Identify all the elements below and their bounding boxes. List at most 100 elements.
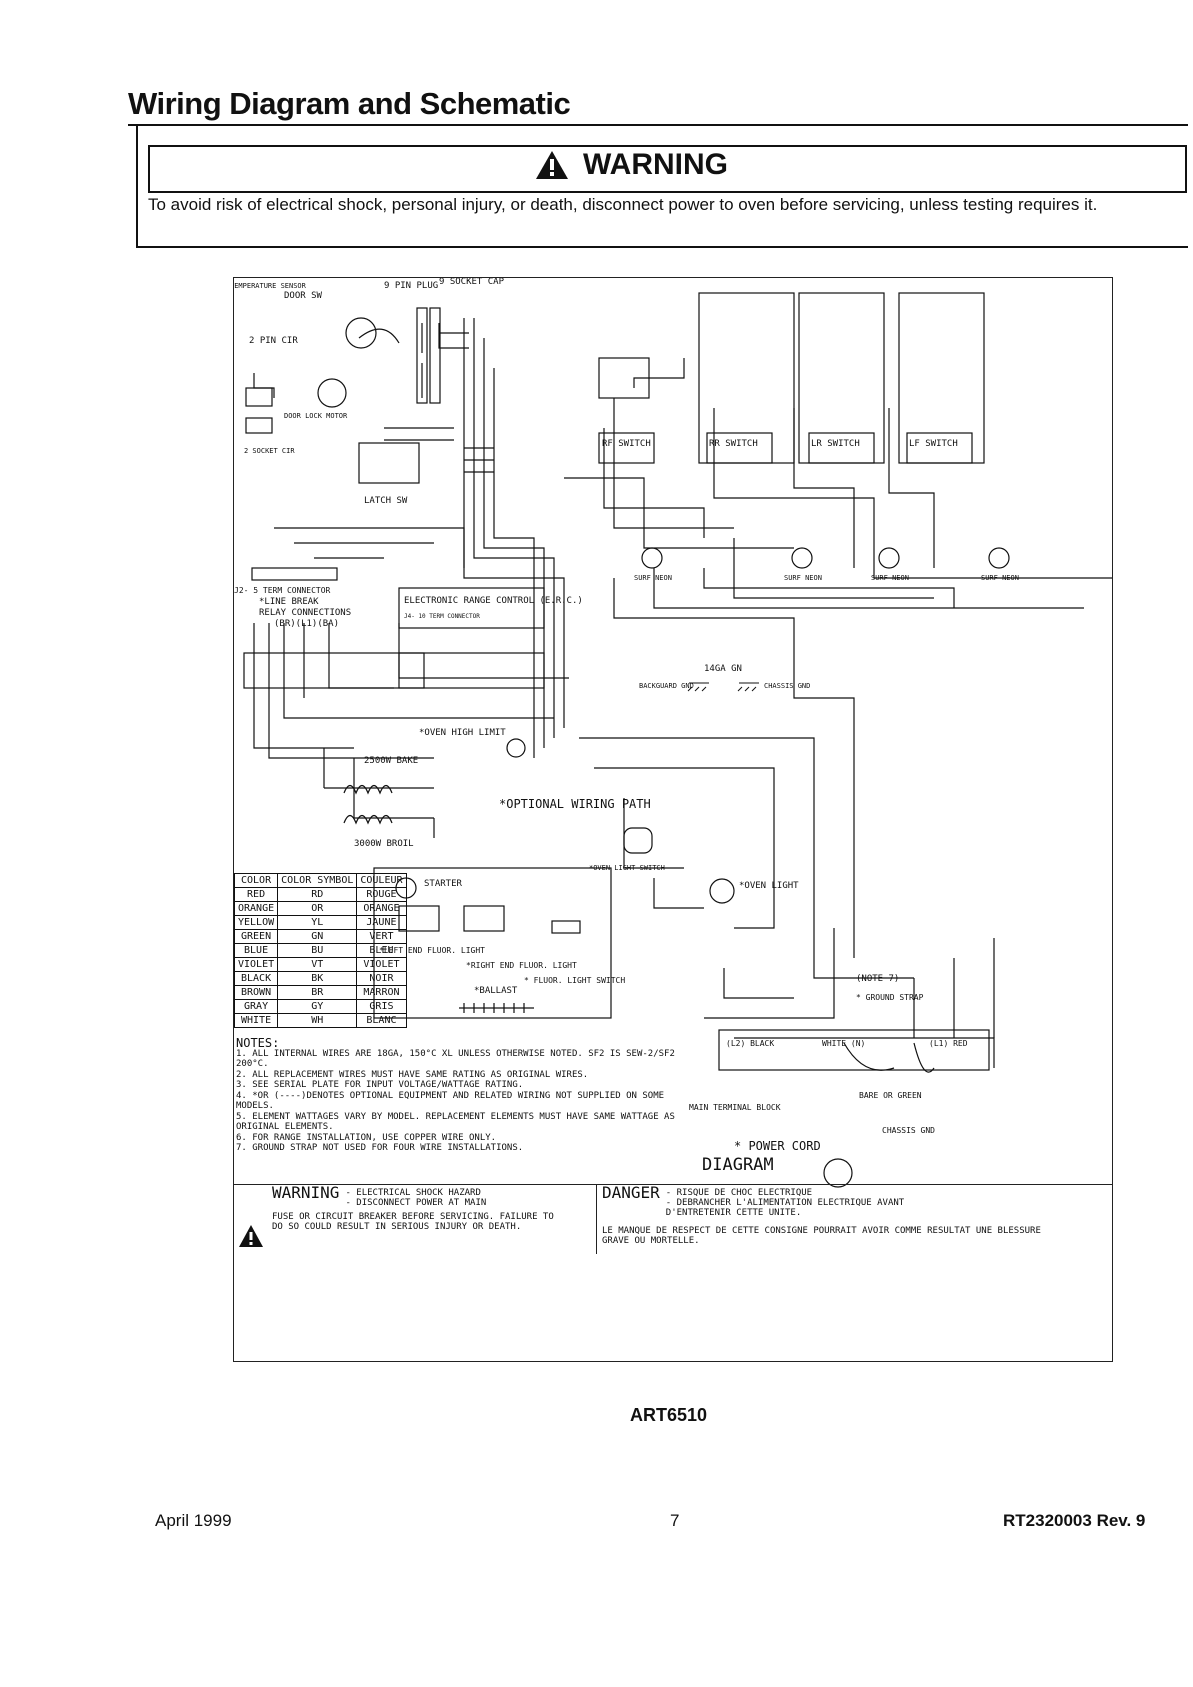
legend-cell: GRAY [233, 999, 279, 1014]
latch-switch [358, 442, 420, 484]
notes: NOTES: 1. ALL INTERNAL WIRES ARE 18GA, 1… [236, 1036, 706, 1154]
legend-cell: GRIS [356, 999, 407, 1014]
bottom-danger: DANGER - RISQUE DE CHOC ELECTRIQUE - DEB… [602, 1183, 1108, 1247]
bottom-danger-title: DANGER [602, 1183, 660, 1202]
legend-header-couleur: COULEUR [356, 873, 407, 888]
label-bare-or-green: BARE OR GREEN [859, 1091, 922, 1100]
page-title: Wiring Diagram and Schematic [128, 86, 571, 121]
legend-cell: YELLOW [233, 915, 279, 930]
lf-frame [898, 292, 985, 464]
legend-cell: BU [277, 943, 358, 958]
label-erc: ELECTRONIC RANGE CONTROL (E.R.C.) [404, 596, 583, 606]
note-item: 3. SEE SERIAL PLATE FOR INPUT VOLTAGE/WA… [236, 1080, 524, 1090]
oven-high-limit-switch [506, 738, 526, 758]
j2-wire-table [243, 652, 425, 689]
legend-header-color: COLOR [233, 873, 279, 888]
rr-frame [698, 292, 795, 464]
rr-surf-neon [791, 547, 813, 569]
label-broil: 3000W BROIL [354, 839, 414, 849]
legend-cell: YL [277, 915, 358, 930]
label-relay-codes: (BR)(L1)(BA) [274, 619, 339, 629]
footer-date: April 1999 [155, 1511, 232, 1530]
label-chassis-gnd-2: CHASSIS GND [882, 1126, 935, 1135]
bottom-warnings-divider [596, 1184, 597, 1254]
note-item: 4. *OR (----)DENOTES OPTIONAL EQUIPMENT … [236, 1090, 665, 1112]
label-relay-connections: RELAY CONNECTIONS [259, 608, 351, 618]
label-rr-switch: RR SWITCH [709, 439, 758, 449]
lf-switch-box [906, 432, 973, 464]
legend-cell: RD [277, 887, 358, 902]
label-door-lock-motor: DOOR LOCK MOTOR [284, 412, 348, 420]
label-note-7: (NOTE 7) [856, 974, 899, 984]
warning-heading: WARNING [535, 148, 728, 182]
title-rule [128, 124, 1188, 126]
bottom-warning-line2: - DISCONNECT POWER AT MAIN [345, 1198, 487, 1208]
lr-frame [798, 292, 885, 464]
label-oven-light-switch: *OVEN LIGHT SWITCH [589, 864, 665, 872]
lr-switch-box [808, 432, 875, 464]
label-j4-connector: J4- 10 TERM CONNECTOR [404, 613, 480, 620]
legend-cell: BR [277, 985, 358, 1000]
legend-cell: ORANGE [233, 901, 279, 916]
legend-header-symbol: COLOR SYMBOL [277, 873, 358, 888]
label-bake: 2500W BAKE [364, 756, 418, 766]
wiring-diagram-svg: TEMPERATURE SENSOR DOOR SW 9 PIN PLUG 9 … [234, 278, 1112, 1188]
note-item: 7. GROUND STRAP NOT USED FOR FOUR WIRE I… [236, 1143, 524, 1153]
label-backguard-gnd: BACKGUARD GND [639, 682, 694, 690]
label-l2-black: (L2) BLACK [726, 1039, 774, 1048]
label-oven-light: *OVEN LIGHT [739, 881, 799, 891]
label-chassis-gnd: CHASSIS GND [764, 682, 810, 690]
legend-cell: BLANC [356, 1013, 407, 1028]
label-ground-strap: * GROUND STRAP [856, 993, 924, 1002]
label-2-socket-cir: 2 SOCKET CIR [244, 447, 295, 455]
label-starter: STARTER [424, 879, 463, 889]
lf-surf-neon [988, 547, 1010, 569]
label-white-n: WHITE (N) [822, 1039, 865, 1048]
legend-cell: GN [277, 929, 358, 944]
legend-cell: OR [277, 901, 358, 916]
label-lf-surf-neon: SURF NEON [981, 574, 1019, 582]
notes-title: NOTES: [236, 1036, 280, 1050]
door-lock-motor-circle [317, 378, 347, 408]
legend-cell: BK [277, 971, 358, 986]
legend-cell: WHITE [233, 1013, 279, 1028]
rf-surf-neon [641, 547, 663, 569]
warning-banner [148, 145, 1187, 193]
legend-cell: NOIR [356, 971, 407, 986]
legend-cell: GREEN [233, 929, 279, 944]
legend-cell: BROWN [233, 985, 279, 1000]
note-item: 6. FOR RANGE INSTALLATION, USE COPPER WI… [236, 1132, 497, 1143]
rr-switch-box [706, 432, 773, 464]
label-l1-red: (L1) RED [929, 1039, 968, 1048]
label-lf-switch: LF SWITCH [909, 439, 958, 449]
label-rr-surf-neon: SURF NEON [784, 574, 822, 582]
label-2-pin-cir: 2 PIN CIR [249, 336, 298, 346]
right-end-fluor [463, 905, 505, 932]
bottom-warning: WARNING - ELECTRICAL SHOCK HAZARD - DISC… [238, 1185, 588, 1247]
footer-page-number: 7 [670, 1511, 680, 1530]
warning-left-rule [136, 126, 138, 246]
label-ballast: *BALLAST [474, 986, 518, 996]
art-number: ART6510 [630, 1405, 708, 1425]
legend-cell: BLACK [233, 971, 279, 986]
broil-element [343, 814, 393, 825]
legend-cell: WH [277, 1013, 358, 1028]
erc-box [398, 587, 545, 629]
label-fluor-switch: * FLUOR. LIGHT SWITCH [524, 976, 625, 985]
note-item: 1. ALL INTERNAL WIRES ARE 18GA, 150°C XL… [236, 1048, 675, 1070]
label-9-socket-cap: 9 SOCKET CAP [439, 278, 505, 287]
bottom-warning-body: FUSE OR CIRCUIT BREAKER BEFORE SERVICING… [272, 1212, 554, 1232]
rf-switch-box [598, 432, 655, 464]
door-switch-circle [345, 317, 377, 349]
pin-2-connector [245, 387, 273, 407]
